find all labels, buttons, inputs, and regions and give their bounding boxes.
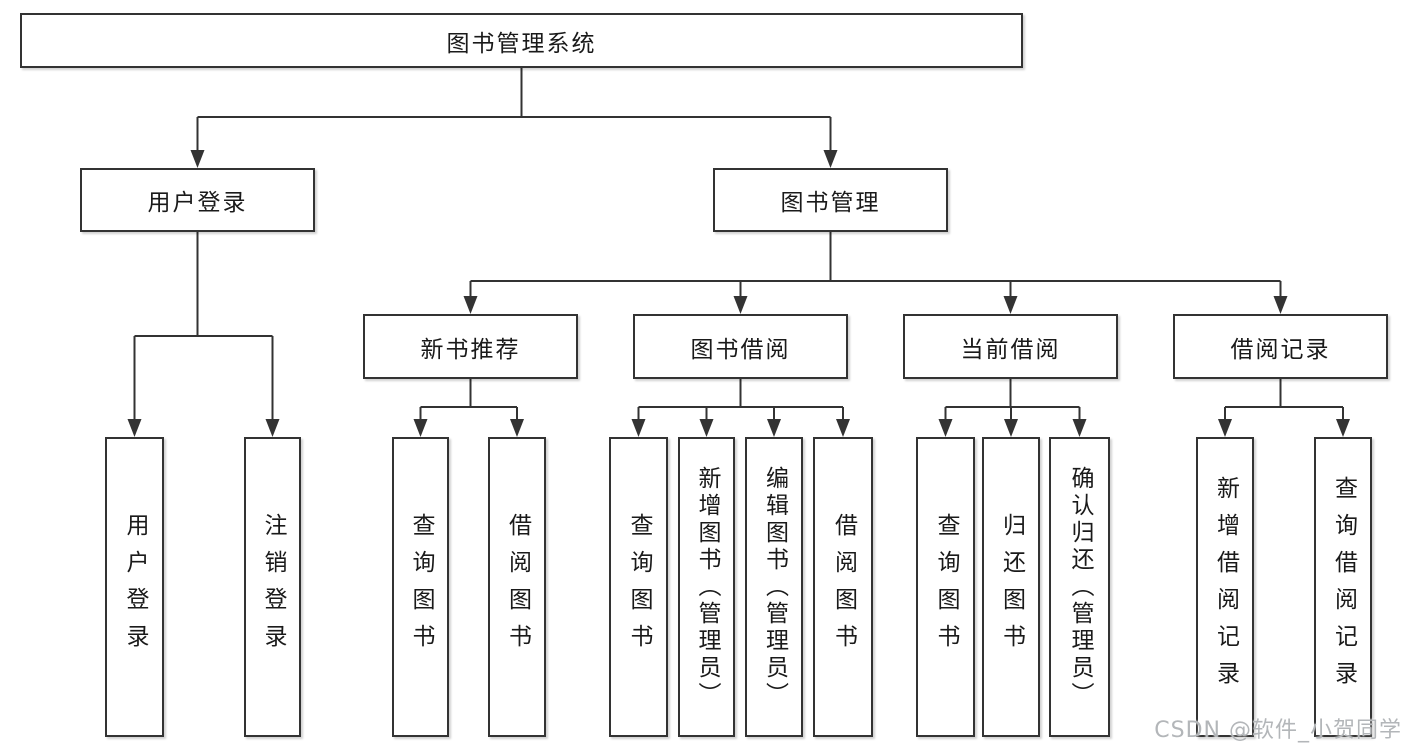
node-label: 图书管理 (780, 190, 881, 216)
node-book-management: 图书管理 (713, 168, 948, 232)
leaf-label: 查询借阅记录 (1330, 476, 1357, 698)
leaf-current-return-books: 归还图书 (982, 437, 1040, 737)
leaf-records-add-record: 新增借阅记录 (1196, 437, 1254, 737)
leaf-label: 新增借阅记录 (1212, 476, 1239, 698)
leaf-user-login: 用户登录 (105, 437, 164, 737)
node-library-management-system: 图书管理系统 (20, 13, 1023, 68)
node-book-borrowing: 图书借阅 (633, 314, 848, 379)
leaf-label: 归还图书 (998, 513, 1025, 661)
leaf-label: 注销登录 (260, 513, 286, 661)
leaf-label: 查询图书 (933, 513, 959, 661)
leaf-borrowing-add-books-admin: 新增图书（管理员） (678, 437, 735, 737)
node-new-book-recommendation: 新书推荐 (363, 314, 578, 379)
node-label: 当前借阅 (960, 336, 1061, 363)
node-current-borrowing: 当前借阅 (903, 314, 1118, 379)
leaf-borrowing-borrow-books: 借阅图书 (813, 437, 873, 737)
node-label: 借阅记录 (1230, 336, 1331, 363)
node-label: 新书推荐 (420, 336, 521, 363)
leaf-recommend-borrow-books: 借阅图书 (488, 437, 546, 737)
leaf-label: 借阅图书 (830, 513, 857, 661)
leaf-records-search-record: 查询借阅记录 (1314, 437, 1372, 737)
leaf-label: 新增图书（管理员） (694, 465, 720, 709)
leaf-label: 查询图书 (408, 513, 434, 661)
leaf-current-search-books: 查询图书 (916, 437, 975, 737)
node-label: 图书管理系统 (446, 30, 597, 57)
leaf-recommend-search-books: 查询图书 (392, 437, 449, 737)
node-borrowing-records: 借阅记录 (1173, 314, 1388, 379)
node-label: 图书借阅 (690, 336, 791, 363)
node-user-login: 用户登录 (80, 168, 315, 232)
leaf-label: 确认归还（管理员） (1067, 465, 1093, 709)
leaf-current-confirm-return-admin: 确认归还（管理员） (1049, 437, 1110, 737)
leaf-borrowing-edit-books-admin: 编辑图书（管理员） (745, 437, 803, 737)
leaf-label: 查询图书 (626, 513, 652, 661)
node-label: 用户登录 (147, 190, 248, 216)
csdn-watermark: CSDN @软件_小贺同学 (1154, 718, 1402, 743)
leaf-label: 用户登录 (122, 513, 148, 661)
leaf-label: 借阅图书 (504, 513, 531, 661)
leaf-borrowing-search-books: 查询图书 (609, 437, 668, 737)
leaf-label: 编辑图书（管理员） (761, 465, 788, 709)
leaf-logout-login: 注销登录 (244, 437, 301, 737)
